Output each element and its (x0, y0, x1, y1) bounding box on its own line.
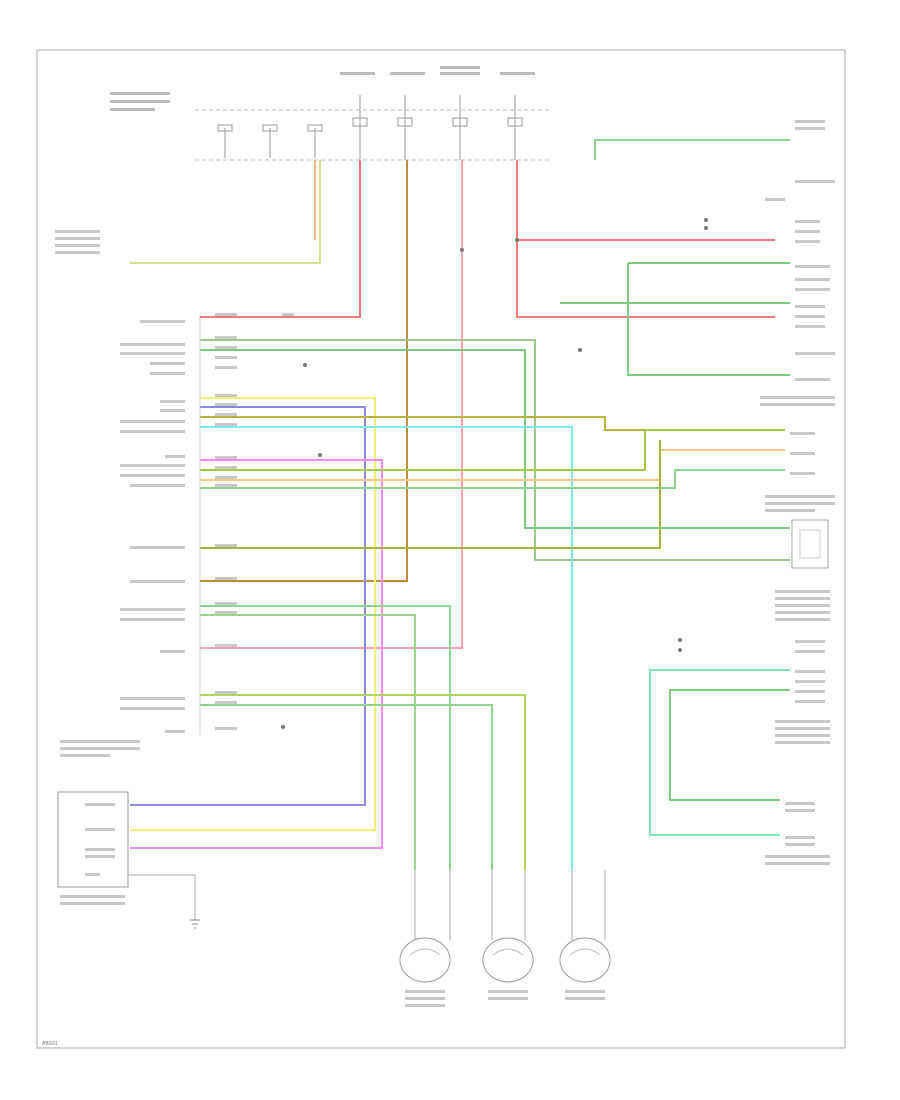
wire-red-right (516, 160, 775, 318)
module-box-lower-left (57, 791, 200, 929)
wire-brown (200, 160, 408, 582)
wire-green-top-right (594, 139, 790, 160)
sensor-2 (482, 937, 534, 1000)
wire-olive-548 (200, 440, 661, 549)
wire-label-marks (55, 120, 835, 865)
wires (130, 139, 790, 870)
wire-red-top (200, 160, 361, 318)
wire-yellow-green (130, 160, 321, 264)
wire-cyan-427 (200, 426, 573, 870)
wire-green-606 (200, 605, 451, 870)
footer-code: ABS91 (42, 1041, 58, 1047)
diagram-frame (36, 49, 846, 1049)
wire-green-670 (649, 669, 790, 836)
connector-box-right (791, 519, 829, 569)
fuse-block (110, 66, 550, 161)
splice-dots (281, 218, 708, 729)
wire-pink (200, 160, 463, 649)
wire-green-340 (200, 339, 790, 561)
wire-green-695 (200, 694, 526, 870)
wire-orange-480 (200, 449, 785, 481)
wire-green-right-loop (627, 263, 790, 376)
wire-green-705 (200, 704, 493, 870)
wire-green-615 (200, 614, 416, 870)
wire-green-470 (200, 429, 785, 471)
sensor-1 (399, 937, 451, 1007)
wire-green-350 (200, 349, 790, 529)
wire-magenta-460 (130, 459, 383, 849)
wire-olive-417 (200, 416, 785, 431)
wheel-speed-sensors (399, 870, 611, 1007)
sensor-3 (559, 937, 611, 1000)
wire-green-690 (669, 689, 790, 801)
wire-green-488 (200, 469, 785, 489)
